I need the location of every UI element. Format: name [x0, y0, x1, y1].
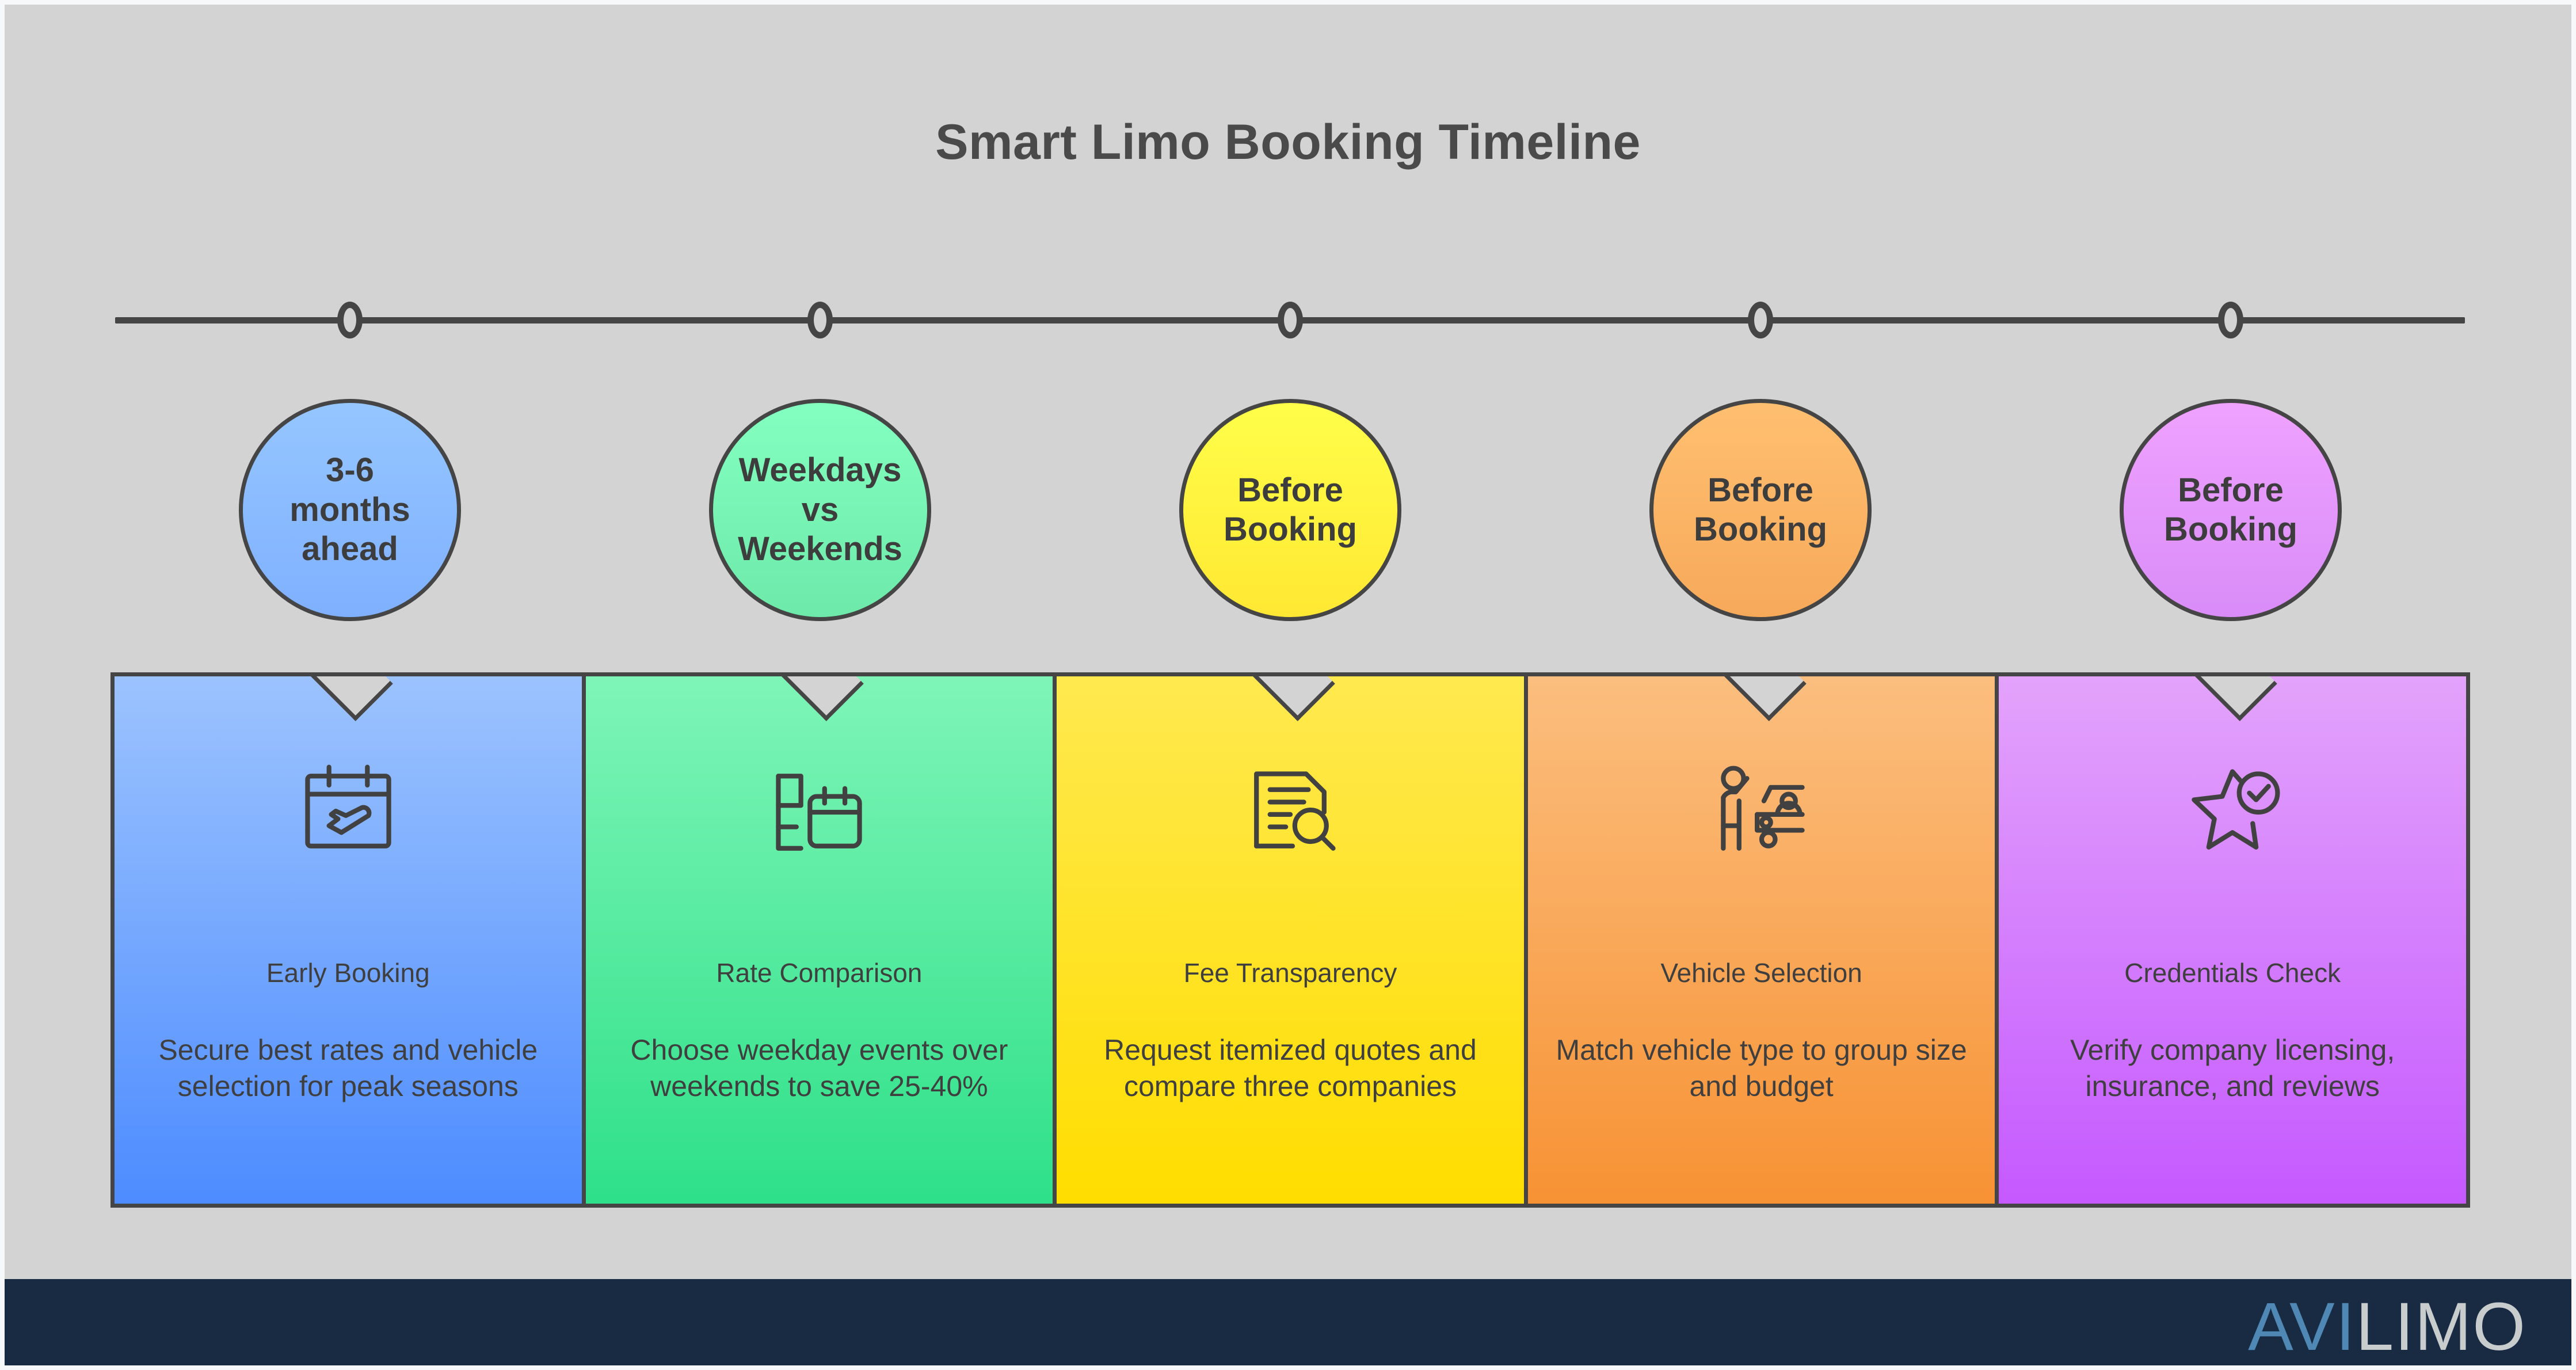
detail-panel-early-booking[interactable]: Early Booking Secure best rates and vehi…: [115, 676, 582, 1204]
page-title: Smart Limo Booking Timeline: [935, 115, 1641, 170]
timeline-node-2: [807, 302, 833, 338]
panel-notch: [774, 676, 864, 721]
milestone-bubble-1[interactable]: 3-6 months ahead: [239, 399, 461, 621]
detail-panel-credentials-check[interactable]: Credentials Check Verify company licensi…: [1999, 676, 2466, 1204]
timeline-node-5: [2218, 302, 2243, 338]
milestone-bubble-3[interactable]: Before Booking: [1179, 399, 1401, 621]
timeline-node-1: [337, 302, 363, 338]
milestone-bubble-5[interactable]: Before Booking: [2120, 399, 2342, 621]
detail-panel-strip: Early Booking Secure best rates and vehi…: [110, 672, 2470, 1208]
panel-title: Rate Comparison: [716, 958, 923, 988]
brand-logo-avi: AVI: [2248, 1289, 2356, 1365]
panel-title: Early Booking: [266, 958, 430, 988]
star-check-icon: [2176, 756, 2289, 869]
milestone-label-2: Weekdays vs Weekends: [738, 451, 902, 568]
detail-panel-rate-comparison[interactable]: Rate Comparison Choose weekday events ov…: [585, 676, 1053, 1204]
detail-panel-vehicle-selection[interactable]: Vehicle Selection Match vehicle type to …: [1527, 676, 1995, 1204]
milestone-bubble-2[interactable]: Weekdays vs Weekends: [709, 399, 931, 621]
panel-description: Choose weekday events over weekends to s…: [630, 1034, 1008, 1102]
panel-title: Fee Transparency: [1183, 958, 1397, 988]
chart-calendar-icon: [763, 756, 875, 869]
panel-title: Vehicle Selection: [1660, 958, 1862, 988]
panel-notch: [2188, 676, 2277, 721]
person-hailing-car-icon: [1705, 756, 1818, 869]
milestone-label-3: Before Booking: [1224, 471, 1357, 548]
panel-description: Verify company licensing, insurance, and…: [2070, 1034, 2395, 1102]
milestone-bubble-4[interactable]: Before Booking: [1649, 399, 1872, 621]
timeline-node-3: [1278, 302, 1303, 338]
timeline-node-4: [1748, 302, 1773, 338]
panel-notch: [303, 676, 393, 721]
calendar-airplane-icon: [292, 756, 405, 869]
milestone-label-4: Before Booking: [1694, 471, 1827, 548]
panel-title: Credentials Check: [2124, 958, 2341, 988]
detail-panel-fee-transparency[interactable]: Fee Transparency Request itemized quotes…: [1057, 676, 1524, 1204]
panel-description: Secure best rates and vehicle selection …: [158, 1034, 538, 1102]
infographic-canvas: Smart Limo Booking Timeline 3-6 months a…: [5, 5, 2571, 1365]
document-search-icon: [1234, 756, 1347, 869]
panel-description: Match vehicle type to group size and bud…: [1556, 1034, 1967, 1102]
panel-description: Request itemized quotes and compare thre…: [1104, 1034, 1477, 1102]
brand-logo-limo: LIMO: [2356, 1289, 2527, 1365]
milestone-label-1: 3-6 months ahead: [289, 451, 410, 568]
panel-notch: [1245, 676, 1335, 721]
milestone-label-5: Before Booking: [2164, 471, 2297, 548]
panel-notch: [1716, 676, 1807, 721]
